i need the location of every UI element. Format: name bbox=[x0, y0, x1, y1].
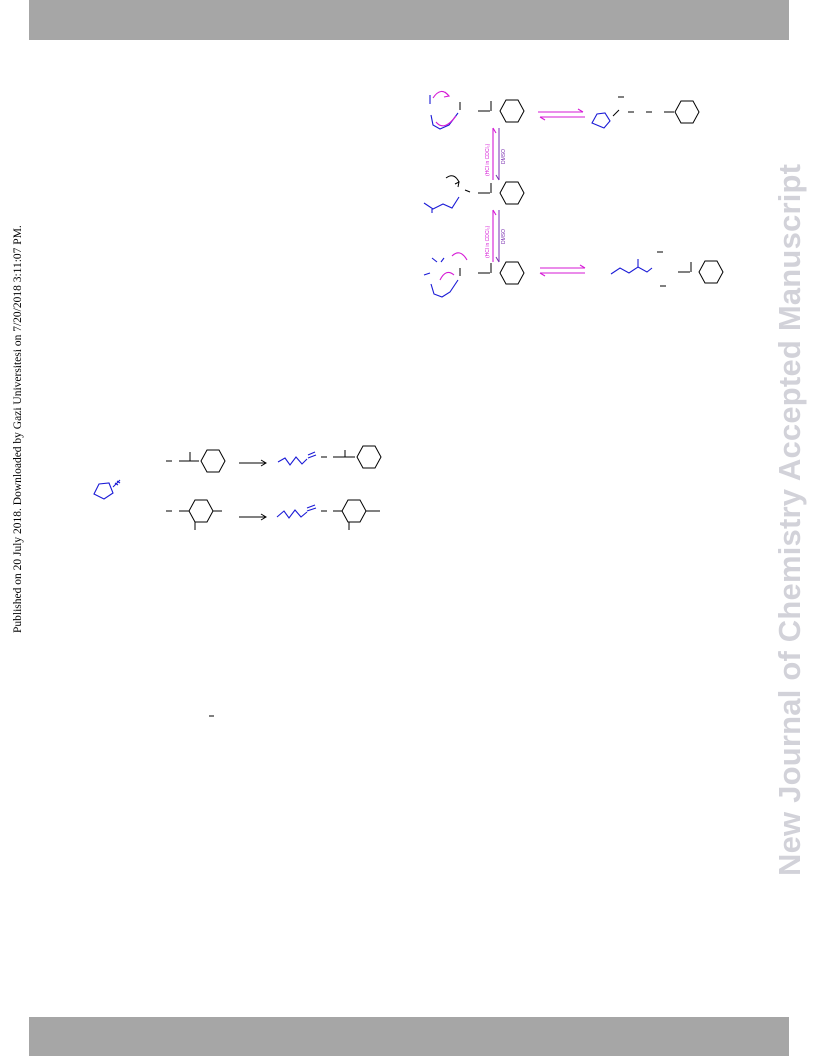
structure-2 bbox=[591, 96, 700, 129]
cyclopentyl-reagent bbox=[93, 479, 121, 500]
reaction-arrow-2 bbox=[239, 513, 267, 521]
header-bar bbox=[29, 0, 789, 40]
label-hcl-2: (HCl in CDCl₃) bbox=[485, 225, 491, 258]
label-hcl-1: (HCl in CDCl₃) bbox=[485, 143, 491, 176]
label-dmso-1: DMSO bbox=[501, 149, 507, 164]
product-1 bbox=[277, 445, 382, 469]
product-2 bbox=[276, 499, 380, 530]
equilibrium-arrow-bottom bbox=[539, 264, 586, 277]
reaction-arrow-1 bbox=[239, 459, 267, 467]
vertical-arrow-2: (HCl in CDCl₃) DMSO bbox=[485, 209, 507, 263]
vertical-arrow-1: (HCl in CDCl₃) DMSO bbox=[485, 127, 507, 181]
structure-1 bbox=[429, 90, 525, 130]
structure-4 bbox=[423, 252, 525, 298]
footer-bar bbox=[29, 1017, 789, 1056]
structure-3 bbox=[423, 175, 525, 213]
structure-5 bbox=[610, 251, 724, 287]
label-dmso-2: DMSO bbox=[501, 229, 507, 244]
reactant-2 bbox=[166, 499, 222, 530]
equilibrium-arrow-top bbox=[538, 108, 585, 121]
reactant-1 bbox=[166, 449, 226, 473]
